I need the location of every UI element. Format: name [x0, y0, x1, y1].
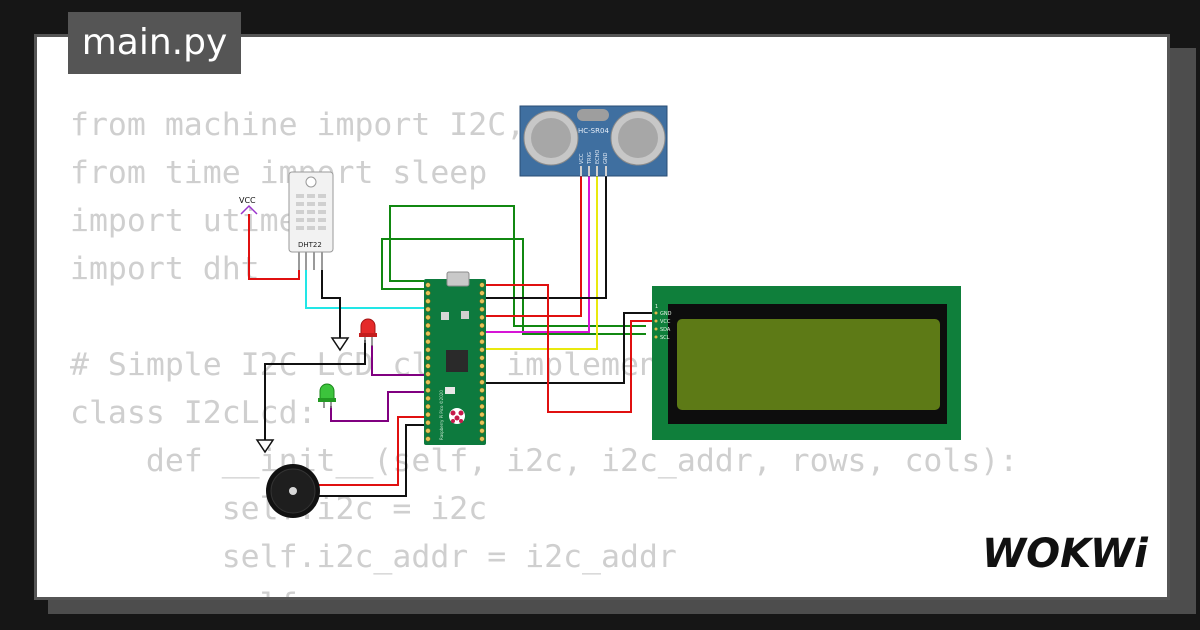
pico-pin [479, 339, 485, 345]
pico-pin [479, 298, 485, 304]
wire-magenta-hcsr-trig [486, 176, 590, 333]
pico-pin [425, 436, 431, 442]
wire-green-1 [389, 205, 646, 327]
pico-pin [425, 403, 431, 410]
vcc-label: VCC [239, 196, 256, 205]
hcsr04-pin-echo: ECHO [595, 150, 601, 164]
pico-pin [479, 306, 485, 312]
wire-cyan-dht-data [305, 270, 424, 309]
code-line: def __init__(self, i2c, i2c_addr, rows, … [70, 443, 1019, 479]
lcd-pin-scl: SCL [660, 335, 670, 341]
pico-pin [425, 298, 431, 304]
file-tab[interactable]: main.py [68, 12, 241, 74]
pico-pin [425, 290, 431, 296]
pico-pin [425, 339, 431, 345]
pico-pin [425, 314, 431, 320]
pico-pin [479, 314, 485, 320]
wire-red-buzzer [314, 416, 424, 486]
pico-pin [479, 395, 485, 401]
pico-pin [479, 403, 485, 410]
wire-purple-led-green [330, 391, 424, 422]
dht22-label: DHT22 [298, 241, 322, 249]
wire-yellow-hcsr-echo [486, 176, 598, 350]
pico-pin [479, 331, 485, 337]
code-line: import dht [70, 251, 260, 287]
code-line: import utime [70, 203, 298, 239]
pico-pin [425, 306, 431, 312]
lcd-pin-gnd: GND [660, 311, 672, 317]
raspberry-logo-icon [449, 408, 465, 424]
pico-pin [425, 347, 431, 353]
code-line: self.i2c_addr = i2c_addr [70, 539, 677, 575]
pico-pin [479, 355, 485, 361]
wokwi-logo-text: WOKWi [982, 531, 1149, 577]
lcd-pin-vcc: VCC [660, 319, 671, 325]
pico-label: Raspberry Pi Pico ©2020 [439, 390, 444, 440]
pico-pin [479, 436, 485, 442]
ground-symbol [330, 337, 350, 352]
wire-red-lcd-vcc [486, 284, 652, 413]
pico-pin [425, 282, 431, 288]
wire-green-2 [381, 238, 646, 335]
lcd-pin-sda: SDA [660, 327, 671, 333]
wire-red-dht-vcc [248, 214, 300, 280]
pico-pin [479, 387, 485, 393]
lcd-pin1-label: 1 [655, 304, 658, 310]
wires [248, 176, 652, 497]
pico-pin [425, 420, 431, 426]
dht22-sensor[interactable]: DHT22 [288, 171, 334, 270]
pico-pin [479, 290, 485, 296]
pico-pin [425, 387, 431, 393]
lcd-display[interactable]: 1 GND VCC SDA SCL [652, 286, 961, 440]
hcsr04-pin-gnd: GND [603, 152, 609, 164]
pico-pin [479, 347, 485, 353]
pico-pin [479, 363, 485, 369]
wire-black-lcd-gnd [486, 312, 652, 384]
vcc-marker: VCC [239, 196, 258, 215]
pico-pin [425, 379, 431, 385]
pico-pin [479, 412, 485, 418]
pico-pin [479, 428, 485, 434]
pico-pin [425, 371, 431, 377]
wire-black-dht-gnd [321, 270, 341, 338]
pico-pin [479, 379, 485, 385]
wire-red-hcsr-vcc [486, 176, 582, 317]
pico-pin [479, 420, 485, 426]
wire-purple-led-red [371, 345, 424, 376]
pico-pin [479, 282, 485, 288]
ground-symbol [255, 439, 275, 454]
pico-pin [425, 331, 431, 337]
pico-pin [479, 371, 485, 377]
wire-black-led-gnd [264, 340, 366, 440]
raspberry-pi-pico[interactable]: Raspberry Pi Pico ©2020 [424, 271, 486, 445]
green-led[interactable] [318, 383, 336, 408]
hcsr04-label: HC-SR04 [578, 127, 609, 135]
wokwi-logo: WOKWi [982, 531, 1149, 577]
hcsr04-pin-vcc: VCC [579, 153, 585, 164]
pico-pin [425, 428, 431, 434]
red-led[interactable] [359, 318, 377, 346]
pico-pin [425, 355, 431, 361]
pico-pin [479, 322, 485, 329]
wire-black-hcsr-gnd [486, 176, 607, 299]
wire-black-buzzer [314, 424, 424, 497]
pico-pin-headers [425, 282, 485, 442]
pico-pin [425, 363, 431, 369]
hcsr04-pin-trig: TRIG [587, 152, 593, 165]
pico-pin [425, 322, 431, 329]
hcsr04-sensor[interactable]: HC-SR04 VCC TRIG ECHO GND [519, 105, 668, 177]
pico-pin [425, 395, 431, 401]
code-line: self. [70, 581, 1018, 597]
buzzer[interactable] [266, 464, 320, 518]
code-line: class I2cLcd: [70, 395, 317, 431]
pico-pin [425, 412, 431, 418]
